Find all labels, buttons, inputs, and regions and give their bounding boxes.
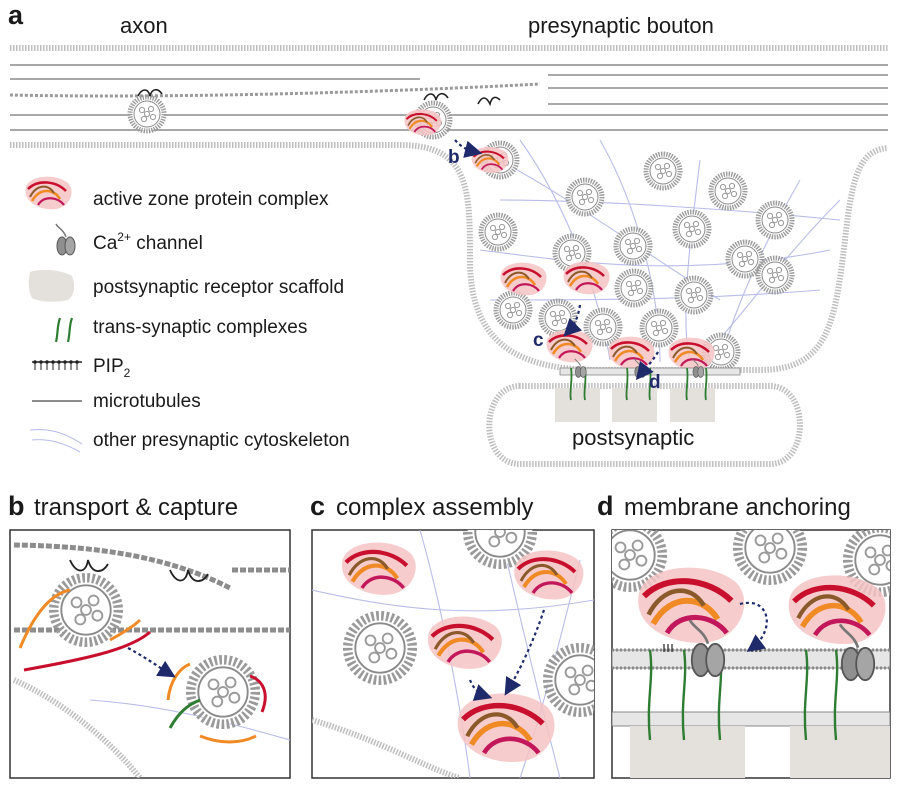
panel-b: b transport & capture [8, 491, 291, 779]
legend-item-receptor-scaffold: postsynaptic receptor scaffold [28, 269, 344, 302]
svg-text:microtubules: microtubules [93, 391, 201, 412]
panel-b-title: transport & capture [34, 494, 238, 521]
panel-d-title: membrane anchoring [624, 494, 851, 521]
postsynaptic-cell: postsynaptic [486, 383, 803, 467]
calcium-channel-icon [55, 223, 76, 256]
trans-synaptic-complex-icon [54, 317, 74, 343]
svg-text:trans-synaptic complexes: trans-synaptic complexes [93, 317, 307, 338]
svg-text:other presynaptic cytoskeleton: other presynaptic cytoskeleton [93, 430, 350, 451]
legend-item-calcium-channel: Ca2+ channel [55, 223, 203, 256]
receptor-scaffold-3 [670, 388, 715, 422]
panel-c: c complex assembly [310, 491, 595, 779]
postsynaptic-label: postsynaptic [572, 425, 694, 450]
active-zone-complex-icon [24, 175, 73, 211]
panel-d-letter: d [597, 491, 614, 521]
process-arrows [454, 139, 659, 381]
legend: active zone protein complex Ca2+ channel… [24, 175, 350, 453]
panel-d: d membrane anchoring [597, 491, 891, 779]
svg-text:active zone protein complex: active zone protein complex [93, 189, 329, 210]
svg-text:postsynaptic receptor scaffold: postsynaptic receptor scaffold [93, 277, 344, 298]
panel-c-letter: c [310, 491, 325, 521]
receptor-scaffold-1 [555, 388, 600, 422]
legend-item-cytoskeleton: other presynaptic cytoskeleton [29, 428, 350, 453]
cytoskeleton-icon [29, 428, 83, 453]
pip2-icon [32, 360, 82, 370]
panel-a-letter: a [8, 0, 24, 30]
transport-adaptors [137, 88, 501, 107]
legend-item-trans-synaptic: trans-synaptic complexes [54, 317, 307, 343]
legend-item-pip2: PIP2 [32, 356, 131, 380]
svg-text:Ca2+ channel: Ca2+ channel [93, 230, 203, 254]
panel-c-title: complex assembly [336, 494, 533, 521]
receptor-scaffold-icon [28, 269, 75, 302]
arrow-label-b: b [448, 147, 460, 168]
panel-b-letter: b [8, 491, 25, 521]
presynaptic-bouton-label: presynaptic bouton [528, 13, 714, 38]
arrow-label-d: d [649, 372, 661, 393]
svg-text:PIP2: PIP2 [93, 356, 131, 380]
arrow-label-c: c [533, 330, 544, 351]
legend-item-active-zone: active zone protein complex [24, 175, 329, 211]
axon-label: axon [120, 13, 168, 38]
panel-a: a axon presynaptic bouton [8, 0, 889, 467]
legend-item-microtubules: microtubules [32, 391, 201, 412]
